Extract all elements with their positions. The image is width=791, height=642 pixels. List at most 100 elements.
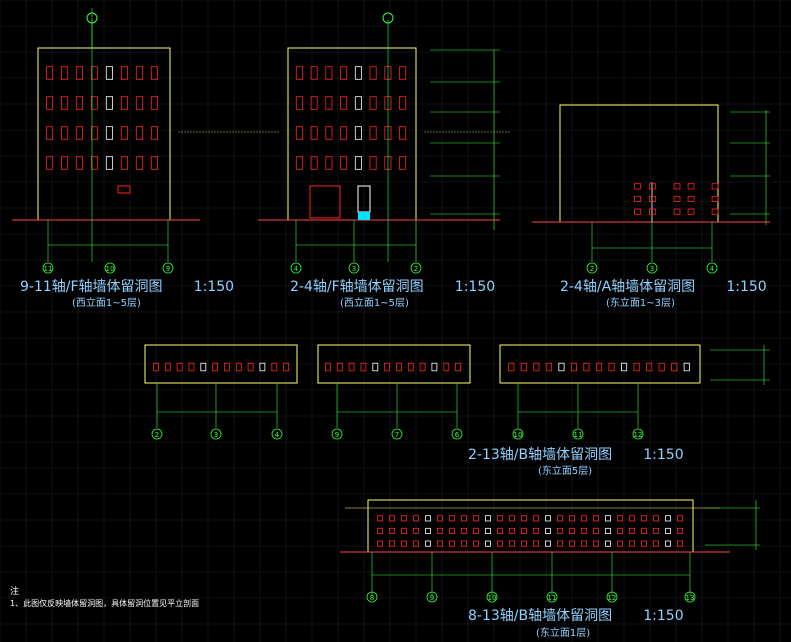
wall-hole <box>677 515 683 522</box>
wall-hole <box>521 540 527 547</box>
wall-hole <box>425 540 431 547</box>
wall-hole <box>135 156 144 170</box>
wall-hole <box>711 195 719 203</box>
wall-hole <box>617 515 623 522</box>
wall-hole-group <box>711 183 719 215</box>
wall-hole <box>461 527 467 534</box>
wall-hole <box>340 96 348 110</box>
wall-hole <box>461 515 467 522</box>
wall-hole <box>369 156 377 170</box>
axis-bubble-label: 10 <box>106 265 115 273</box>
axis-bubble <box>706 262 718 274</box>
wall-hole <box>120 66 129 80</box>
axis-bubble-label: 12 <box>608 594 617 602</box>
wall-hole <box>596 362 603 372</box>
wall-hole <box>641 527 647 534</box>
wall-hole-group <box>634 183 657 215</box>
wall-hole <box>557 515 563 522</box>
wall-hole <box>569 540 575 547</box>
wall-hole <box>443 362 450 372</box>
axis-bubble-label: 10 <box>488 594 497 602</box>
wall-hole <box>389 527 395 534</box>
wall-hole <box>75 126 84 140</box>
wall-hole <box>164 362 171 372</box>
hole-door <box>309 185 341 219</box>
wall-hole <box>485 515 491 522</box>
wall-hole <box>407 362 414 372</box>
wall-hole <box>646 362 653 372</box>
wall-hole <box>46 96 54 110</box>
wall-hole <box>671 362 678 372</box>
hole-fill <box>358 212 370 220</box>
wall-hole <box>295 96 303 110</box>
wall-hole <box>354 96 362 110</box>
wall-hole <box>46 156 54 170</box>
drawing-title-5: 8-13轴/B轴墙体留洞图 1:150 <box>468 608 684 624</box>
wall-hole <box>354 156 362 170</box>
wall-hole <box>509 527 515 534</box>
wall-hole <box>259 362 266 372</box>
axis-bubble-label: 11 <box>574 431 583 439</box>
axis-bubble-label: 11 <box>548 594 557 602</box>
drawing-title-1: 9-11轴/F轴墙体留洞图 1:150 <box>20 279 235 295</box>
wall-hole <box>533 527 539 534</box>
wall-hole <box>437 540 443 547</box>
wall-hole <box>545 515 551 522</box>
wall-hole <box>413 527 419 534</box>
elevation-2-4-a <box>532 104 770 262</box>
axis-bubble <box>512 428 524 440</box>
wall-outline <box>287 47 417 221</box>
wall-hole <box>176 362 183 372</box>
wall-hole-group <box>673 183 695 215</box>
notes-heading: 注 <box>10 587 20 597</box>
wall-hole <box>634 195 642 203</box>
wall-hole <box>413 515 419 522</box>
axis-bubble-label: 10 <box>514 431 523 439</box>
wall-hole <box>711 208 719 215</box>
wall-hole <box>150 66 159 80</box>
wall-hole <box>399 96 407 110</box>
wall-hole <box>711 183 719 190</box>
wall-hole <box>497 515 503 522</box>
axis-bubble-label: 2 <box>414 265 418 273</box>
wall-hole <box>485 540 491 547</box>
wall-hole <box>395 362 402 372</box>
wall-hole <box>545 362 552 372</box>
wall-hole <box>90 96 99 110</box>
wall-hole <box>520 362 527 372</box>
wall-hole <box>683 362 690 372</box>
wall-hole <box>570 362 577 372</box>
wall-hole <box>545 540 551 547</box>
axis-bubble-label: 3 <box>214 431 218 439</box>
wall-hole <box>608 362 615 372</box>
wall-hole <box>629 540 635 547</box>
wall-hole <box>558 362 565 372</box>
wall-hole <box>581 527 587 534</box>
wall-hole <box>593 515 599 522</box>
wall-hole <box>437 515 443 522</box>
wall-hole <box>605 527 611 534</box>
wall-hole <box>533 540 539 547</box>
wall-hole <box>324 362 331 372</box>
wall-hole <box>677 527 683 534</box>
axis-bubble <box>366 591 378 603</box>
wall-hole <box>473 540 479 547</box>
wall-hole <box>581 515 587 522</box>
wall-hole <box>75 66 84 80</box>
wall-hole <box>212 362 219 372</box>
wall-hole <box>200 362 207 372</box>
wall-hole <box>605 515 611 522</box>
wall-hole <box>621 362 628 372</box>
wall-hole <box>569 515 575 522</box>
wall-hole <box>120 96 129 110</box>
wall-hole <box>61 96 69 110</box>
wall-hole-group <box>508 362 690 372</box>
axis-bubble <box>646 262 658 274</box>
wall-hole <box>665 540 671 547</box>
wall-hole <box>617 527 623 534</box>
wall-hole <box>419 362 426 372</box>
wall-hole <box>497 527 503 534</box>
axis-bubble <box>348 262 360 274</box>
wall-hole <box>653 540 659 547</box>
